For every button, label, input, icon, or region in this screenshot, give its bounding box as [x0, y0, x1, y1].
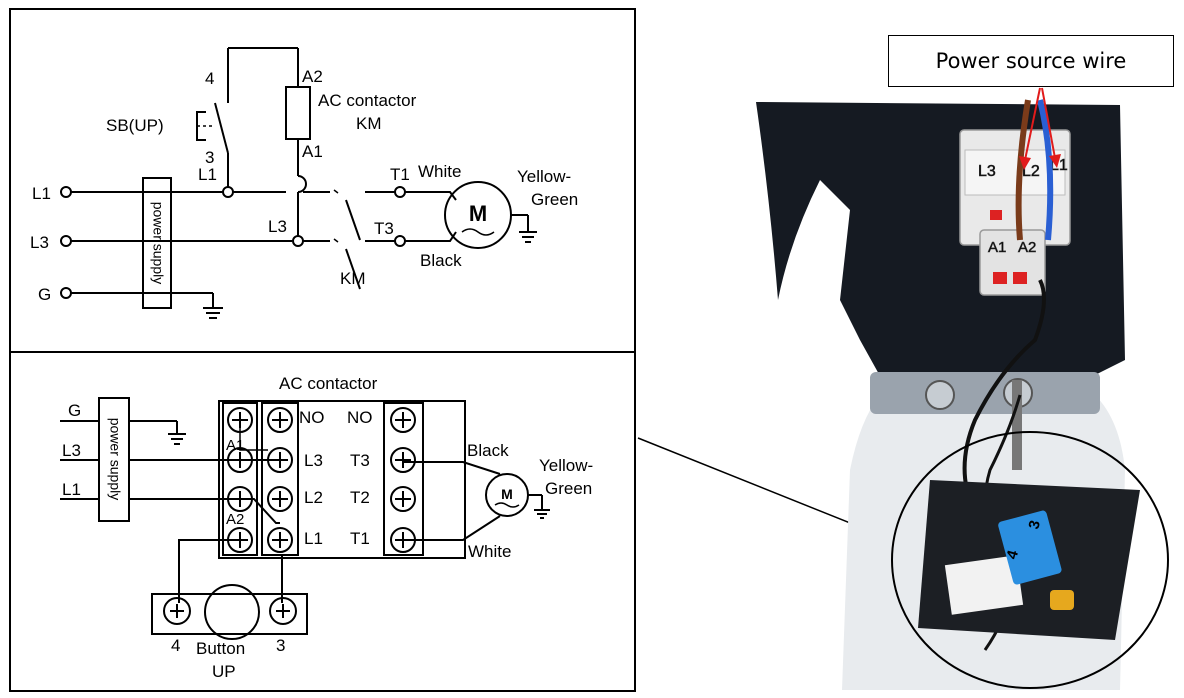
schematic-node-l1: L1: [198, 165, 217, 184]
schematic: L1 L3 G power supply L1 SB(UP) 4 3 A2 A1: [30, 47, 578, 319]
schematic-node-l3: L3: [268, 217, 287, 236]
sb-contact: [214, 102, 229, 154]
button-up-actuator: [204, 584, 260, 640]
terminal-motor-letter: M: [501, 486, 513, 502]
terminal-g: [60, 287, 72, 299]
schematic-coil-a2: A2: [302, 67, 323, 86]
terminal-no-left: NO: [299, 408, 325, 427]
screw-column-3: [383, 402, 424, 556]
screw-terminal: [390, 486, 416, 512]
shaft: [1012, 380, 1022, 470]
schematic-input-l1: L1: [32, 184, 51, 203]
brown-wire: [1015, 99, 1031, 241]
terminal-btn-label-2: UP: [212, 662, 236, 681]
terminal-l3: [60, 235, 72, 247]
terminal-diagram: AC contactor A1 A2 NO NO L3 L2 L1 T3 T2 …: [60, 374, 593, 681]
photo-button-switch: [998, 510, 1062, 585]
schematic-t1: T1: [390, 165, 410, 184]
screw-column-1: [222, 402, 258, 556]
terminal-btn-label-1: Button: [196, 639, 245, 658]
schematic-t3: T3: [374, 219, 394, 238]
terminal-row-l3: L3: [304, 451, 323, 470]
photo-illustration: L3 L2 L1 A1 A2 4 3: [756, 87, 1169, 690]
schematic-yellow-green-2: Green: [531, 190, 578, 209]
schematic-switch-km: KM: [340, 269, 366, 288]
contactor-coil: [285, 86, 311, 140]
terminal-a2: A2: [226, 511, 244, 528]
schematic-black: Black: [420, 251, 462, 270]
terminal-btn-pin-3: 3: [276, 636, 285, 655]
contactor-body: [218, 400, 466, 559]
schematic-sb-label: SB(UP): [106, 116, 164, 135]
terminal-btn-pin-4: 4: [171, 636, 180, 655]
terminal-l1: [60, 186, 72, 198]
photo-tag-l2: L2: [1022, 163, 1040, 180]
schematic-coil-a1: A1: [302, 142, 323, 161]
terminal-row-l2: L2: [304, 488, 323, 507]
screw-terminal: [390, 447, 416, 473]
terminal-no-right: NO: [347, 408, 373, 427]
schematic-input-l3: L3: [30, 233, 49, 252]
photo-tag-a1: A1: [988, 239, 1006, 256]
km-contact-lower: [345, 248, 361, 290]
schematic-input-g: G: [38, 285, 51, 304]
terminal-input-g: G: [68, 401, 81, 420]
screw-terminal: [267, 527, 293, 553]
mounting-bracket: [870, 372, 1100, 414]
terminal-input-l1: L1: [62, 480, 81, 499]
button-box-highlight: [891, 431, 1169, 689]
terminal-yellow-green-2: Green: [545, 479, 592, 498]
schematic-sb-pin-4: 4: [205, 69, 214, 88]
schematic-white: White: [418, 162, 461, 181]
schematic-power-supply-label: power supply: [150, 202, 166, 285]
power-wire-arrows: [1019, 87, 1061, 170]
terminal-yellow-green-1: Yellow-: [539, 456, 593, 475]
schematic-sb-pin-3: 3: [205, 148, 214, 167]
terminal-a1: A1: [226, 437, 244, 454]
terminal-row-t3: T3: [350, 451, 370, 470]
schematic-contactor-title: AC contactor: [318, 91, 417, 110]
terminal-white: White: [468, 542, 511, 561]
terminal-black: Black: [467, 441, 509, 460]
node-l3: [292, 235, 304, 247]
power-source-callout: Power source wire: [888, 35, 1174, 87]
button-up-body: [151, 593, 308, 635]
terminal-contactor-title: AC contactor: [279, 374, 378, 393]
terminal-row-l1: L1: [304, 529, 323, 548]
blue-wire: [1037, 99, 1054, 241]
screw-terminal: [390, 407, 416, 433]
screw-column-2: [261, 402, 299, 556]
diagram-frame: [9, 8, 636, 692]
wire-crossover: [297, 175, 307, 193]
terminal-input-l3: L3: [62, 441, 81, 460]
photo-tag-l3: L3: [978, 163, 996, 180]
screw-terminal: [267, 407, 293, 433]
screw-terminal: [267, 486, 293, 512]
photo-tag-a2: A2: [1018, 239, 1036, 256]
terminal-power-supply-label: power supply: [107, 418, 123, 501]
terminal-row-t1: T1: [350, 529, 370, 548]
terminal-row-t2: T2: [350, 488, 370, 507]
schematic-power-supply: [142, 177, 172, 309]
node-l1: [222, 186, 234, 198]
schematic-yellow-green-1: Yellow-: [517, 167, 571, 186]
yellow-connector: [1050, 590, 1074, 610]
schematic-motor-letter: M: [469, 201, 487, 226]
schematic-contactor-km: KM: [356, 114, 382, 133]
km-contact-upper: [345, 199, 361, 241]
wiring-label: [944, 555, 1024, 615]
